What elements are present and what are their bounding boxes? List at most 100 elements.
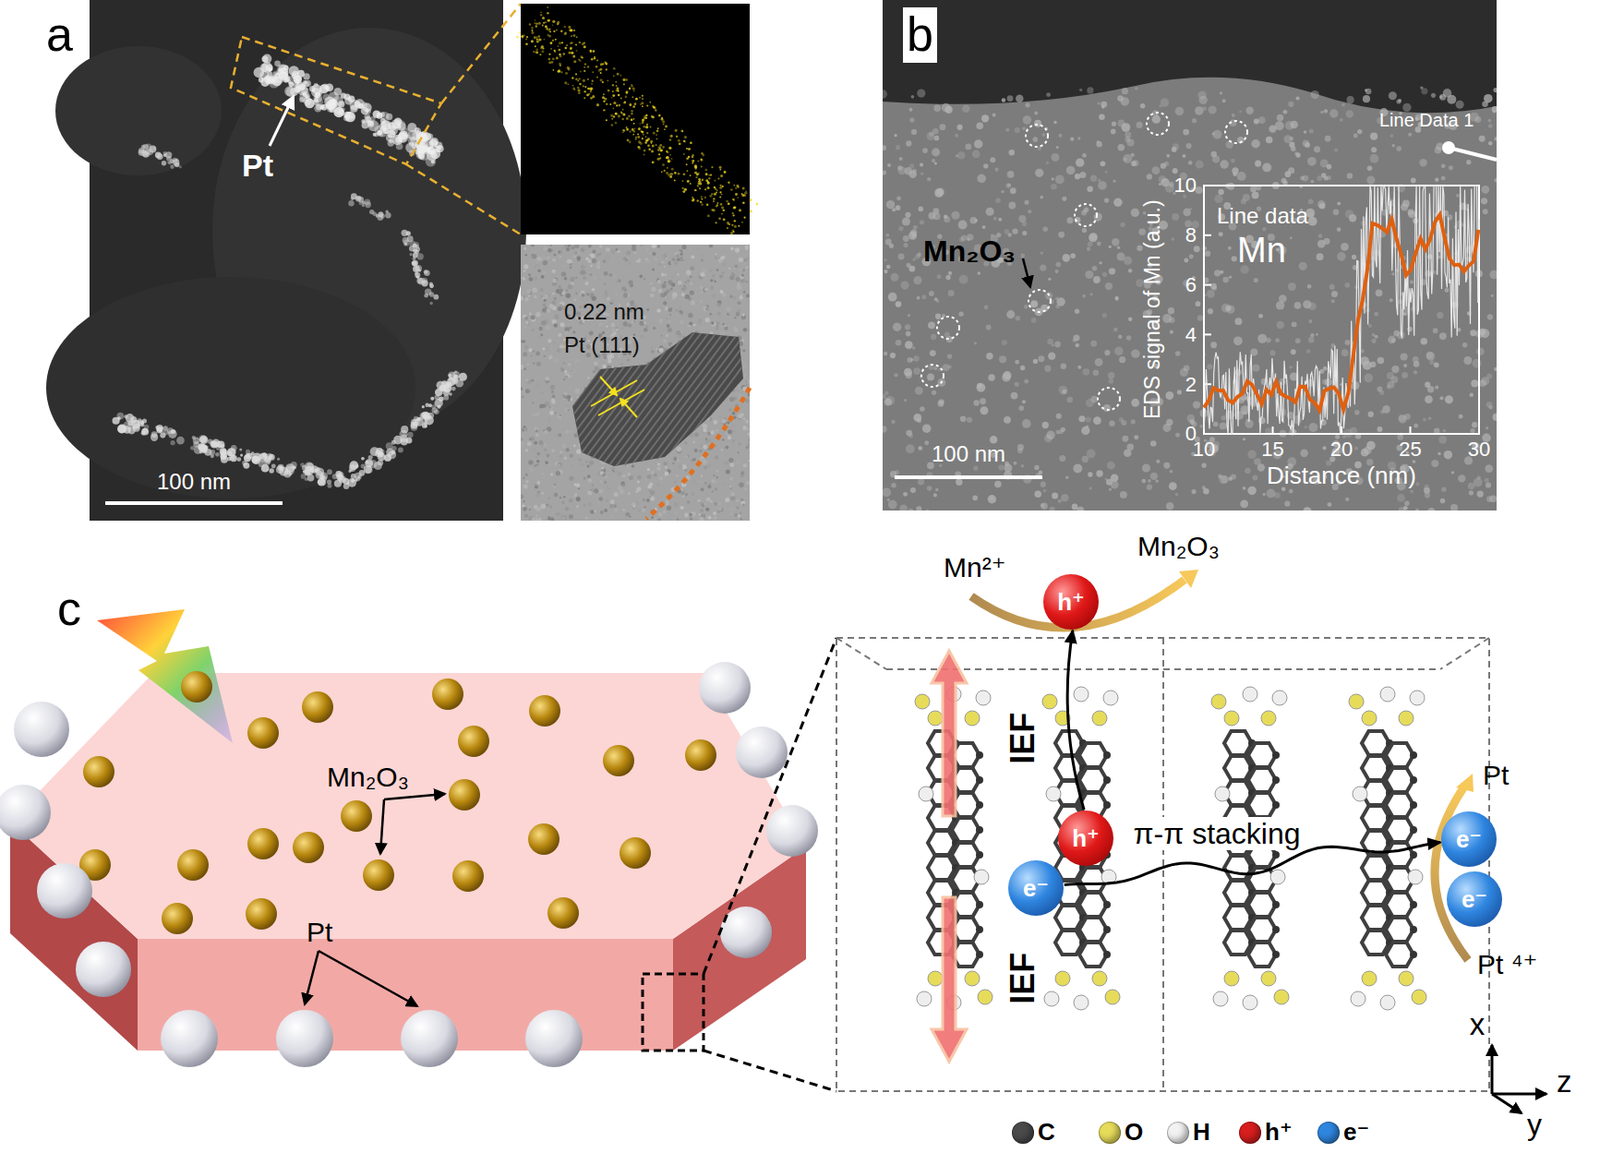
- pt-particles: [348, 468, 353, 472]
- eds-dots: [534, 19, 537, 22]
- eds-dots: [669, 175, 673, 179]
- hrtem-noise: [541, 275, 545, 279]
- hrtem-noise: [662, 300, 667, 305]
- hrtem-noise: [581, 293, 586, 298]
- hrtem-noise: [576, 505, 578, 508]
- eds-dots: [620, 111, 623, 114]
- eds-dots: [590, 58, 594, 61]
- eds-dots: [586, 93, 590, 97]
- eds-dots: [538, 35, 541, 37]
- hrtem-noise: [665, 334, 669, 337]
- eds-dots: [721, 205, 724, 209]
- pt-particles: [239, 447, 242, 451]
- hrtem-noise: [652, 326, 656, 330]
- hrtem-noise: [532, 361, 536, 365]
- hrtem-noise: [705, 307, 710, 312]
- hrtem-noise: [659, 348, 664, 353]
- hrtem-noise: [698, 449, 702, 453]
- hrtem-noise: [617, 486, 622, 491]
- eds-dots: [637, 146, 641, 150]
- hrtem-noise: [553, 483, 557, 487]
- pt-particles: [421, 405, 425, 409]
- eds-dots: [689, 141, 693, 145]
- hrtem-noise: [711, 274, 715, 277]
- hrtem-noise: [711, 490, 714, 493]
- eds-dots: [568, 51, 572, 55]
- eds-dots: [655, 144, 658, 146]
- eds-dots: [641, 95, 644, 97]
- eds-dots: [622, 113, 626, 117]
- eds-dots: [734, 187, 737, 190]
- pt-particles: [167, 160, 170, 164]
- eds-dots: [691, 196, 694, 199]
- hrtem-noise: [658, 288, 662, 293]
- pt-particles: [403, 239, 410, 246]
- hrtem-noise: [533, 295, 537, 299]
- hrtem-noise: [539, 404, 544, 410]
- pt-particles: [197, 443, 205, 451]
- hrtem-noise: [556, 462, 563, 469]
- pt-particles: [412, 252, 419, 259]
- eds-dots: [589, 87, 592, 91]
- eds-dots: [649, 140, 653, 144]
- eds-dots: [599, 68, 602, 72]
- hrtem-noise: [641, 507, 647, 513]
- eds-dots: [631, 96, 634, 98]
- eds-dots: [631, 128, 635, 132]
- pt-particles: [325, 103, 333, 110]
- hrtem-noise: [523, 264, 529, 269]
- hrtem-noise: [745, 264, 749, 268]
- pt-particles: [326, 469, 333, 475]
- pt-particles: [141, 144, 146, 150]
- pointer-arrow: [269, 96, 294, 146]
- pt-particles: [153, 146, 157, 150]
- hrtem-noise: [715, 268, 719, 272]
- hrtem-noise: [521, 276, 526, 281]
- stem-image: [46, 276, 416, 499]
- hrtem-noise: [533, 276, 538, 281]
- pt-particles: [406, 134, 410, 139]
- pt-particles: [387, 450, 397, 459]
- hrtem-noise: [588, 244, 592, 249]
- eds-dots: [637, 127, 641, 131]
- eds-dots: [731, 224, 734, 227]
- eds-dots: [662, 123, 665, 126]
- pt-particles: [430, 396, 434, 401]
- hrtem-noise: [533, 464, 537, 468]
- hrtem-noise: [657, 483, 661, 487]
- eds-dots: [733, 184, 735, 187]
- eds-dots: [613, 101, 616, 105]
- hrtem-noise: [601, 364, 606, 369]
- hrtem-noise: [673, 261, 678, 265]
- pt-particles: [311, 467, 316, 472]
- eds-dots: [742, 201, 746, 205]
- hrtem-noise: [591, 249, 596, 253]
- hrtem-noise: [542, 260, 548, 265]
- eds-dots: [592, 49, 596, 53]
- eds-dots: [622, 129, 626, 133]
- hrtem-noise: [606, 484, 612, 490]
- eds-dots: [613, 67, 616, 71]
- eds-dots: [589, 96, 593, 100]
- hrtem-noise: [528, 273, 531, 277]
- eds-dots: [577, 77, 580, 80]
- pt-particles: [411, 260, 417, 265]
- hrtem-noise: [662, 517, 667, 521]
- hrtem-noise: [685, 288, 688, 292]
- eds-dots: [632, 133, 635, 136]
- eds-dots: [596, 103, 600, 107]
- hrtem-noise: [747, 439, 750, 442]
- hrtem-noise: [729, 396, 735, 403]
- pt-particles: [168, 429, 178, 439]
- eds-dots: [601, 81, 604, 84]
- hrtem-noise: [724, 445, 729, 450]
- eds-dots: [605, 103, 608, 106]
- eds-dots: [613, 115, 615, 118]
- eds-dots: [582, 79, 586, 83]
- eds-dots: [530, 39, 534, 43]
- eds-dots: [583, 66, 586, 69]
- hrtem-noise: [705, 445, 709, 449]
- eds-dots: [721, 193, 723, 196]
- eds-dots: [697, 199, 699, 202]
- hrtem-noise: [601, 467, 604, 470]
